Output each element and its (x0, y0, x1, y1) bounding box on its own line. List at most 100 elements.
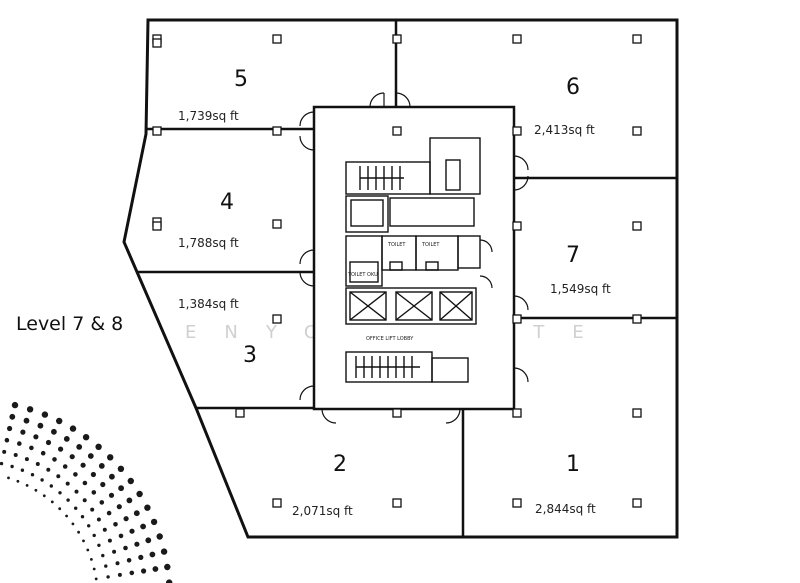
decorative-dot (106, 510, 112, 516)
toilet-label-male: TOILET (387, 242, 406, 248)
decorative-dot (144, 504, 151, 511)
decorative-dot (127, 477, 134, 485)
decorative-dot (164, 563, 171, 571)
decorative-dot (106, 575, 110, 579)
unit-5: 5 1,739sq ft (178, 67, 248, 123)
unit-number: 7 (566, 243, 580, 268)
decorative-dot (11, 401, 19, 409)
decorative-dot (138, 554, 144, 561)
decorative-dot (34, 488, 38, 492)
building-core (312, 105, 516, 411)
decorative-dot (100, 481, 106, 488)
decorative-dot (166, 579, 173, 583)
decorative-dot (42, 494, 46, 498)
toilet-label-female: TOILET (421, 242, 440, 248)
decorative-dot (112, 549, 117, 554)
decorative-dot (152, 566, 159, 572)
decorative-dot (40, 478, 44, 482)
decorative-dot (46, 467, 51, 472)
decorative-dot (65, 514, 68, 518)
decorative-dot (94, 577, 98, 581)
decorative-dot (41, 411, 49, 418)
unit-number: 5 (234, 67, 248, 92)
decorative-dot (56, 474, 61, 479)
decorative-dot (87, 453, 94, 459)
decorative-dot (76, 444, 83, 450)
decorative-dot (108, 492, 115, 498)
decorative-dot (82, 434, 90, 441)
decorative-dot (66, 498, 70, 502)
decorative-dot (7, 476, 10, 480)
unit-number: 1 (566, 452, 580, 477)
decorative-dot (69, 454, 75, 460)
column-marker (152, 38, 162, 48)
decorative-dot (35, 462, 40, 466)
decorative-dot (26, 406, 34, 413)
decorative-dot (98, 463, 105, 469)
decorative-dot (96, 517, 101, 522)
decorative-dot (97, 543, 101, 547)
decorative-dot (52, 457, 57, 462)
unit-6: 6 2,413sq ft (534, 75, 595, 137)
decorative-dot (10, 464, 14, 469)
decorative-dot (25, 484, 29, 487)
decorative-dot (9, 413, 16, 420)
decorative-dot (74, 506, 78, 510)
decorative-dot (123, 545, 128, 551)
structural-columns (152, 34, 642, 508)
decorative-dot (4, 437, 10, 443)
decorative-dot (129, 528, 135, 534)
decorative-dot (45, 439, 52, 446)
decorative-dot (113, 522, 118, 527)
decorative-dot (92, 533, 96, 538)
decorative-dot (117, 572, 122, 577)
unit-area: 2,413sq ft (534, 123, 595, 137)
decorative-dot (24, 457, 29, 462)
column-marker (632, 126, 642, 136)
decorative-dot (73, 472, 78, 477)
unit-2: 2 2,071sq ft (292, 452, 353, 518)
unit-partitions (136, 20, 677, 537)
column-marker (272, 126, 282, 136)
decorative-dot (40, 450, 46, 456)
decorative-dot (86, 548, 90, 552)
decorative-dot (101, 553, 105, 558)
decorative-dot (82, 498, 87, 503)
decorative-dot (149, 551, 156, 558)
decorative-dot (51, 428, 57, 435)
decorative-dot (87, 524, 91, 528)
decorative-dot (50, 500, 54, 504)
decorative-dot (102, 527, 107, 532)
decorative-dot (90, 558, 93, 561)
decorative-dot (71, 522, 75, 526)
decorative-dot (13, 453, 18, 457)
decorative-dot (30, 473, 35, 477)
column-marker (152, 126, 162, 136)
decorative-dot (2, 449, 7, 454)
decorative-dot (56, 417, 63, 425)
column-marker (272, 314, 282, 324)
column-marker (152, 221, 162, 231)
decorative-dot (62, 464, 68, 469)
unit-7: 7 1,549sq ft (550, 243, 611, 296)
decorative-dot (33, 434, 39, 440)
door-swings (299, 92, 529, 424)
decorative-dot (0, 461, 4, 466)
decorative-dot (17, 441, 22, 446)
column-marker (632, 34, 642, 44)
decorative-dot (90, 507, 95, 512)
column-marker (392, 34, 402, 44)
decorative-dot (133, 510, 140, 517)
decorative-dot (82, 539, 85, 543)
column-marker (392, 126, 402, 136)
decorative-dot (80, 515, 85, 519)
column-marker (512, 408, 522, 418)
column-marker (272, 219, 282, 229)
decorative-dot (115, 561, 120, 566)
unit-number: 4 (220, 190, 234, 215)
decorative-dot (104, 564, 108, 568)
decorative-dot (107, 454, 114, 461)
decorative-dot (118, 485, 124, 492)
level-label: Level 7 & 8 (16, 313, 123, 335)
